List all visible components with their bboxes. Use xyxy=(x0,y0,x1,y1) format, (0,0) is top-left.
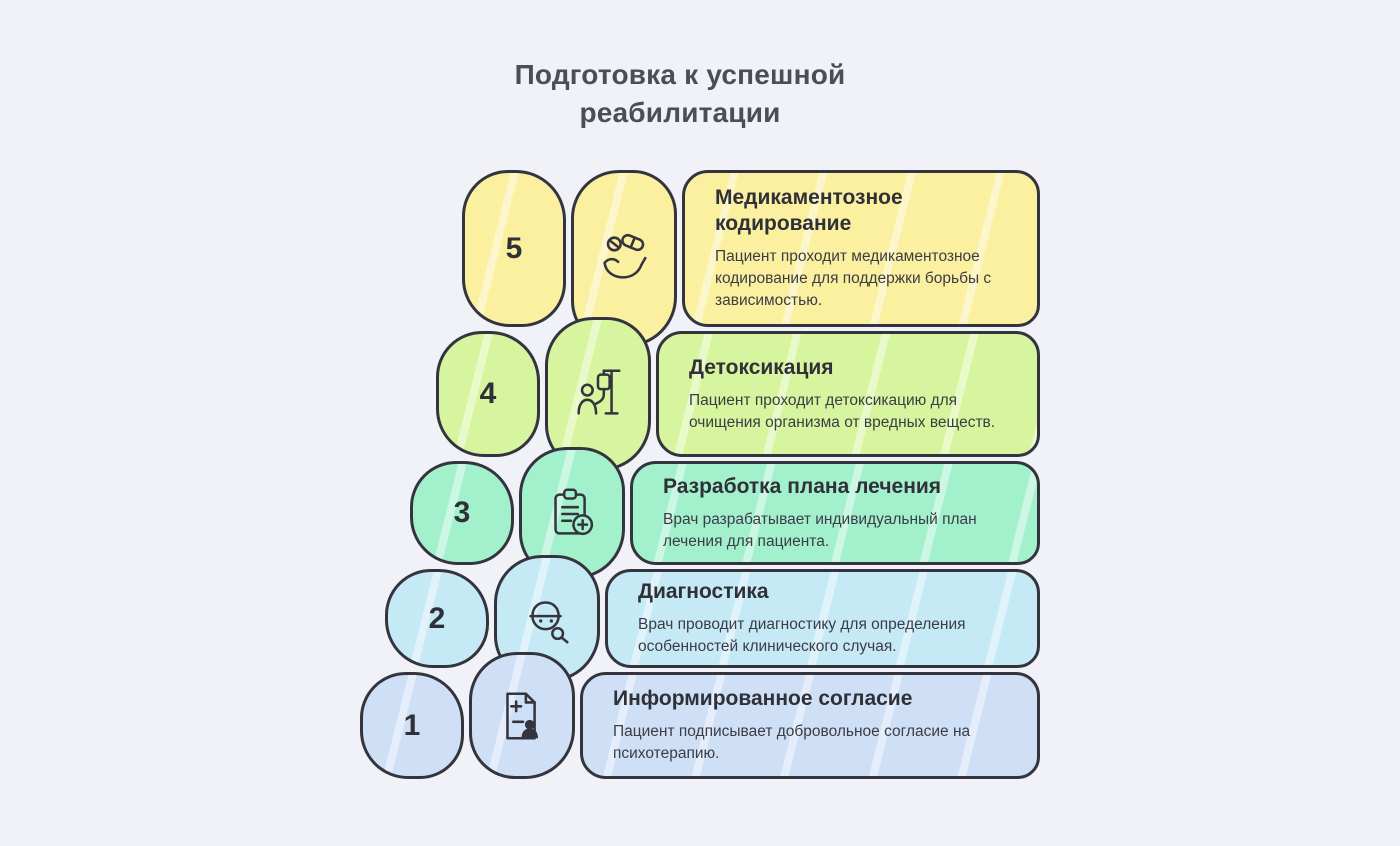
step-content: Детоксикация Пациент проходит детоксикац… xyxy=(656,331,1040,457)
step-content: Разработка плана лечения Врач разрабатыв… xyxy=(630,461,1040,565)
step-number-badge: 4 xyxy=(436,331,540,457)
step-number: 2 xyxy=(428,601,446,635)
step-description: Пациент подписывает добровольное согласи… xyxy=(613,723,971,762)
page-title-line2: реабилитации xyxy=(579,97,781,128)
page-title-line1: Подготовка к успешной xyxy=(514,59,846,90)
step-title: Диагностика xyxy=(638,580,769,603)
step-title: Информированное согласие xyxy=(613,687,913,710)
step-number: 3 xyxy=(453,496,471,529)
step-content: Информированное согласие Пациент подписы… xyxy=(580,672,1040,779)
step-row-4: 4 Детоксикация Пациент проходит детоксик… xyxy=(436,317,1040,471)
consent-document-icon xyxy=(469,652,575,779)
step-description: Пациент проходит медикаментозное кодиров… xyxy=(715,248,992,309)
step-number: 1 xyxy=(403,708,421,742)
step-title: Детоксикация xyxy=(689,355,834,379)
step-row-2: 2 Диагностика Врач проводит диагностику … xyxy=(385,555,1040,682)
pills-in-hand-icon xyxy=(571,170,677,347)
step-content: Диагностика Врач проводит диагностику дл… xyxy=(605,569,1040,668)
step-number: 5 xyxy=(505,231,523,265)
step-row-3: 3 Разработка плана лечения Врач разрабат… xyxy=(410,447,1040,579)
step-row-1: 1 Информированное согласие Пациент подпи… xyxy=(360,652,1040,779)
step-description: Врач разрабатывает индивидуальный план л… xyxy=(663,510,977,550)
step-title: Медикаментозное кодирование xyxy=(715,186,903,235)
step-description: Врач проводит диагностику для определени… xyxy=(638,616,966,655)
step-description: Пациент проходит детоксикацию для очищен… xyxy=(689,391,996,431)
step-number-badge: 1 xyxy=(360,672,464,779)
step-number-badge: 2 xyxy=(385,569,489,668)
step-number-badge: 5 xyxy=(462,170,566,327)
step-title: Разработка плана лечения xyxy=(663,474,942,498)
step-number: 4 xyxy=(479,377,497,410)
step-content: Медикаментозное кодирование Пациент прох… xyxy=(682,170,1040,327)
step-row-5: 5 Медикаментозное кодирование Пациент пр… xyxy=(462,170,1040,347)
step-number-badge: 3 xyxy=(410,461,514,565)
page-title: Подготовка к успешной реабилитации xyxy=(450,56,910,132)
